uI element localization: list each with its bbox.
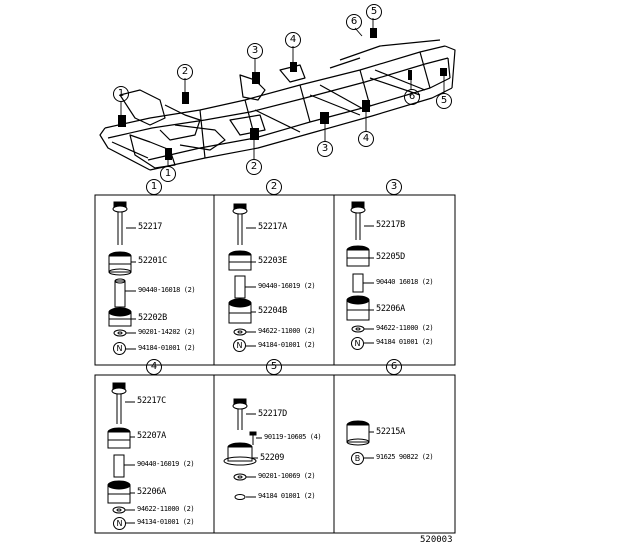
callout-4-lower: 4 (358, 131, 374, 147)
part-number: 52217D (258, 409, 287, 419)
part-number: 52206A (137, 487, 166, 497)
part-number: 90440-16019 (2) (258, 282, 316, 290)
panel-3-number: 3 (386, 179, 402, 195)
panel-4-number: 4 (146, 359, 162, 375)
callout-1-front-right: 1 (160, 166, 176, 182)
part-number: 52217B (376, 220, 405, 230)
part-number: 52217 (138, 222, 163, 232)
part-number: 90201-10069 (2) (258, 472, 316, 480)
part-number: 94184 01001 (2) (258, 492, 316, 500)
part-number: 52203E (258, 256, 287, 266)
part-number: 94184 01001 (2) (376, 338, 434, 346)
callout-4-upper: 4 (285, 32, 301, 48)
part-number: 52215A (376, 427, 405, 437)
part-number: 94134-01001 (2) (137, 518, 195, 526)
n-marker: N (233, 339, 246, 352)
part-number: 94622-11000 (2) (376, 324, 434, 332)
part-number: 52204B (258, 306, 287, 316)
callout-3-upper: 3 (247, 43, 263, 59)
b-marker: B (351, 452, 364, 465)
part-number: 94184-01001 (2) (138, 344, 196, 352)
callout-6-upper: 6 (346, 14, 362, 30)
part-number: 90119-10605 (4) (264, 433, 322, 441)
diagram-id: 520003 (420, 535, 453, 545)
panel-1-number: 1 (146, 179, 162, 195)
callout-6-lower: 6 (404, 89, 420, 105)
part-number: 52217A (258, 222, 287, 232)
part-number: 52206A (376, 304, 405, 314)
part-number: 94622-11000 (2) (258, 327, 316, 335)
callout-1-front-left: 1 (113, 86, 129, 102)
n-marker: N (113, 342, 126, 355)
panel-6-number: 6 (386, 359, 402, 375)
part-number: 90201-14202 (2) (138, 328, 196, 336)
part-number: 90440 16018 (2) (376, 278, 434, 286)
part-number: 52209 (260, 453, 285, 463)
part-number: 90440-16018 (2) (138, 286, 196, 294)
callout-2-upper: 2 (177, 64, 193, 80)
part-number: 91625 90822 (2) (376, 453, 434, 461)
callout-3-lower: 3 (317, 141, 333, 157)
n-marker: N (351, 337, 364, 350)
part-number: 94622-11000 (2) (137, 505, 195, 513)
part-number: 52217C (137, 396, 166, 406)
part-number: 90440-16019 (2) (137, 460, 195, 468)
callout-5-upper: 5 (366, 4, 382, 20)
part-number: 52207A (137, 431, 166, 441)
part-number: 52201C (138, 256, 167, 266)
panel-5-number: 5 (266, 359, 282, 375)
n-marker: N (113, 517, 126, 530)
part-number: 52202B (138, 313, 167, 323)
part-number: 94184-01001 (2) (258, 341, 316, 349)
panel-2-number: 2 (266, 179, 282, 195)
part-number: 52205D (376, 252, 405, 262)
callout-2-lower: 2 (246, 159, 262, 175)
callout-5-lower: 5 (436, 93, 452, 109)
